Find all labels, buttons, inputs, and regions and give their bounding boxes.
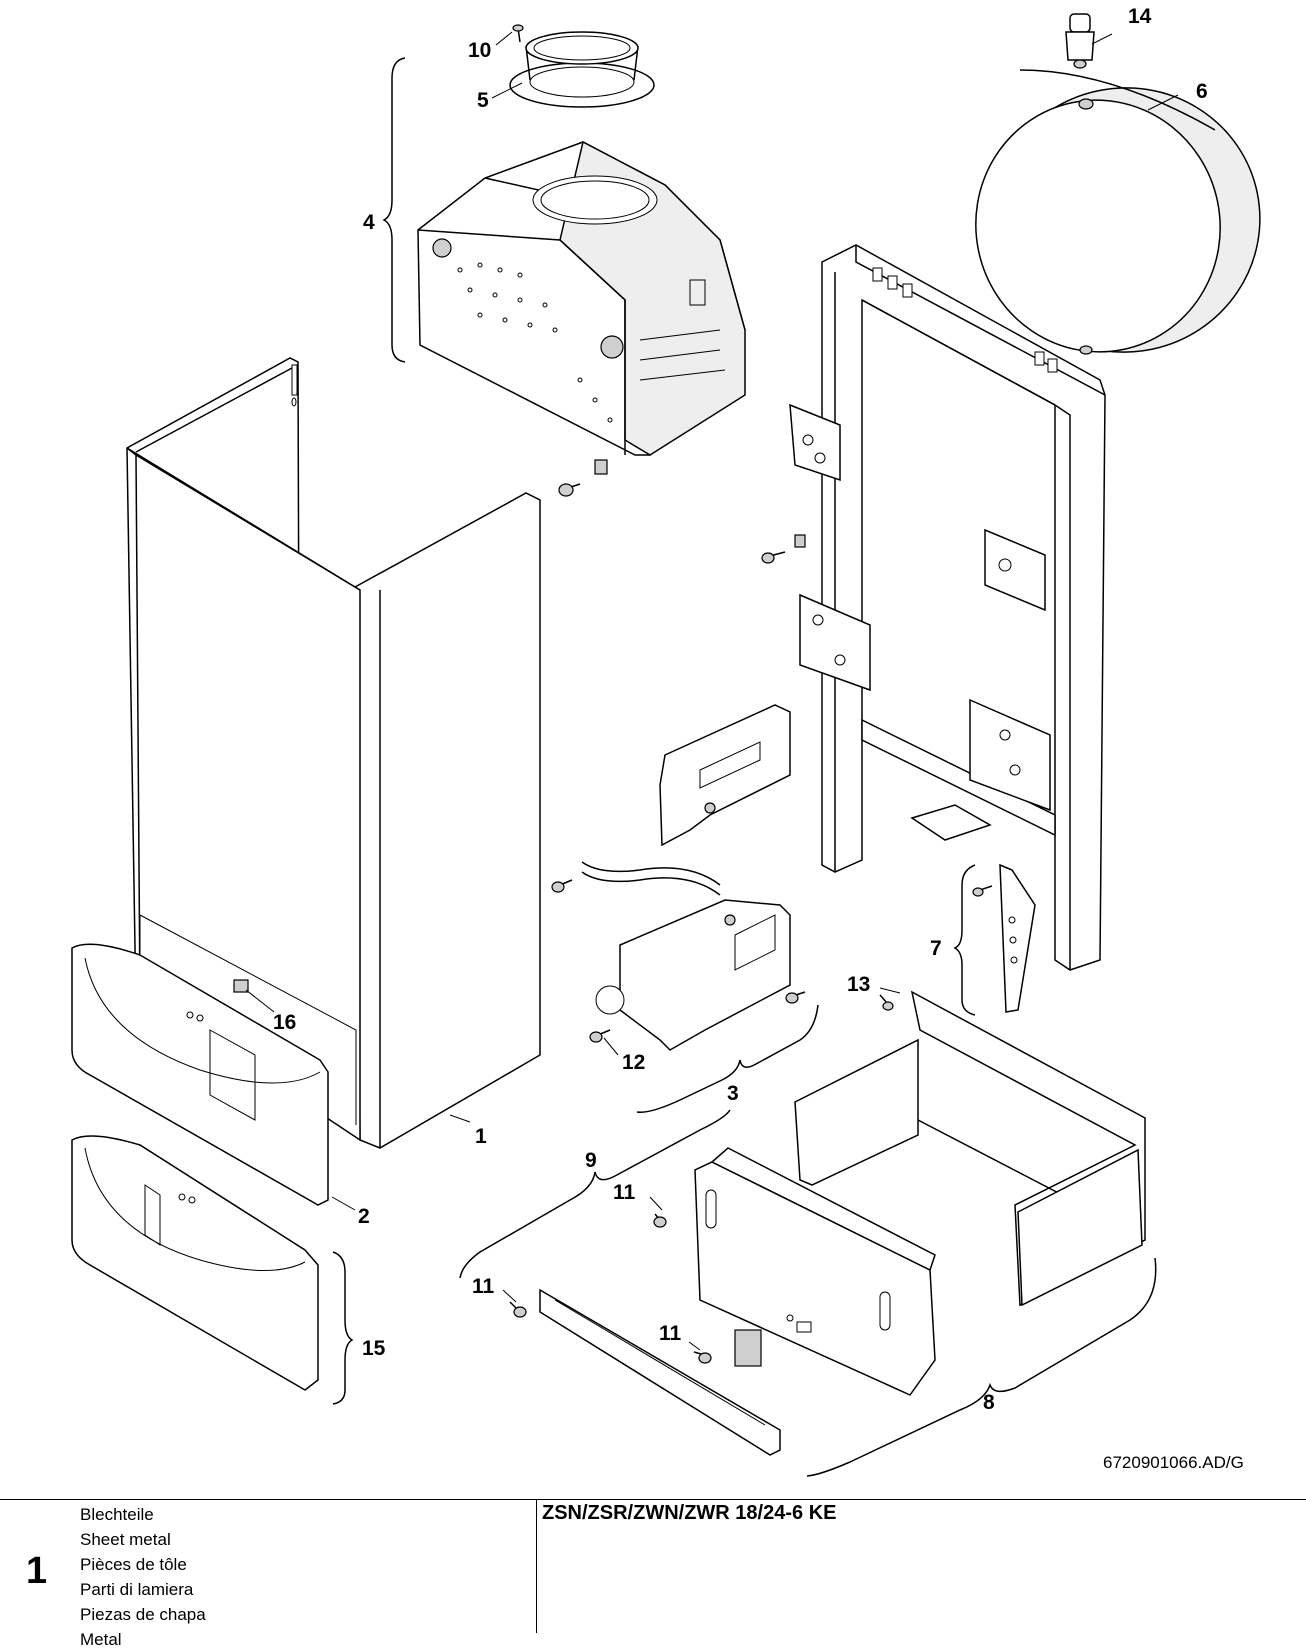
control-bracket	[589, 899, 806, 1051]
cover-strip	[539, 1288, 781, 1456]
bracket-9	[459, 1109, 731, 1279]
callout-10: 10	[468, 39, 492, 62]
part-title-it: Parti di lamiera	[80, 1580, 194, 1599]
part-title-es: Piezas de chapa	[80, 1605, 206, 1624]
callout-11-left: 11	[472, 1275, 495, 1298]
expansion-vessel	[975, 69, 1261, 355]
callout-1: 1	[475, 1125, 487, 1148]
callout-6: 6	[1196, 80, 1208, 103]
screw-10	[512, 24, 524, 43]
bracket-3	[636, 1004, 819, 1113]
sensor-clip	[972, 863, 1036, 1013]
screw-11-left	[509, 1301, 527, 1318]
callout-8: 8	[983, 1391, 995, 1414]
page-number: 1	[26, 1550, 48, 1592]
footer-rule	[0, 1499, 1306, 1500]
part-title-list: Blechteile Sheet metal Pièces de tôle Pa…	[80, 1502, 206, 1652]
callout-4: 4	[363, 211, 375, 234]
callout-13: 13	[847, 973, 871, 996]
fan-housing-perforations	[457, 262, 613, 423]
lower-panel	[71, 1135, 319, 1391]
bracket-7	[953, 864, 976, 1016]
bracket-4	[382, 57, 406, 363]
support-strap	[551, 861, 721, 896]
callout-15: 15	[362, 1337, 386, 1360]
front-panel	[71, 943, 329, 1206]
callout-12: 12	[622, 1051, 646, 1074]
air-vent	[1065, 13, 1095, 69]
callout-2: 2	[358, 1205, 370, 1228]
part-title-en: Sheet metal	[80, 1530, 171, 1549]
fan-housing	[417, 140, 746, 456]
callout-11-lower: 11	[659, 1322, 682, 1345]
frame-screw	[761, 534, 806, 564]
callout-9: 9	[585, 1149, 597, 1172]
callout-7: 7	[930, 937, 942, 960]
control-bracket-upper	[659, 704, 791, 847]
callout-11-upper: 11	[613, 1181, 636, 1204]
fan-housing-fixings	[558, 459, 608, 497]
casing	[126, 357, 541, 1149]
part-title-de: Blechteile	[80, 1505, 154, 1524]
part-title-fr: Pièces de tôle	[80, 1555, 187, 1574]
bracket-15	[332, 1251, 354, 1405]
leader-lines	[245, 31, 1179, 1351]
bracket-8	[806, 1257, 1157, 1477]
mounting-frame	[789, 244, 1106, 971]
model-title: ZSN/ZSR/ZWN/ZWR 18/24-6 KE	[542, 1502, 837, 1524]
callout-14: 14	[1128, 5, 1152, 28]
screw-11-lower	[693, 1351, 712, 1364]
exploded-parts-drawing	[71, 13, 1261, 1477]
callout-16: 16	[273, 1011, 297, 1034]
base-frame	[694, 990, 1146, 1396]
callout-5: 5	[477, 89, 489, 112]
screw-13	[879, 994, 894, 1011]
footer-divider	[536, 1499, 537, 1633]
callout-3: 3	[727, 1082, 739, 1105]
drawing-code: 6720901066.AD/G	[1103, 1453, 1244, 1472]
flue-connector	[509, 31, 655, 108]
part-title-nl: Metal	[80, 1630, 122, 1649]
screw-11-upper	[653, 1213, 667, 1228]
